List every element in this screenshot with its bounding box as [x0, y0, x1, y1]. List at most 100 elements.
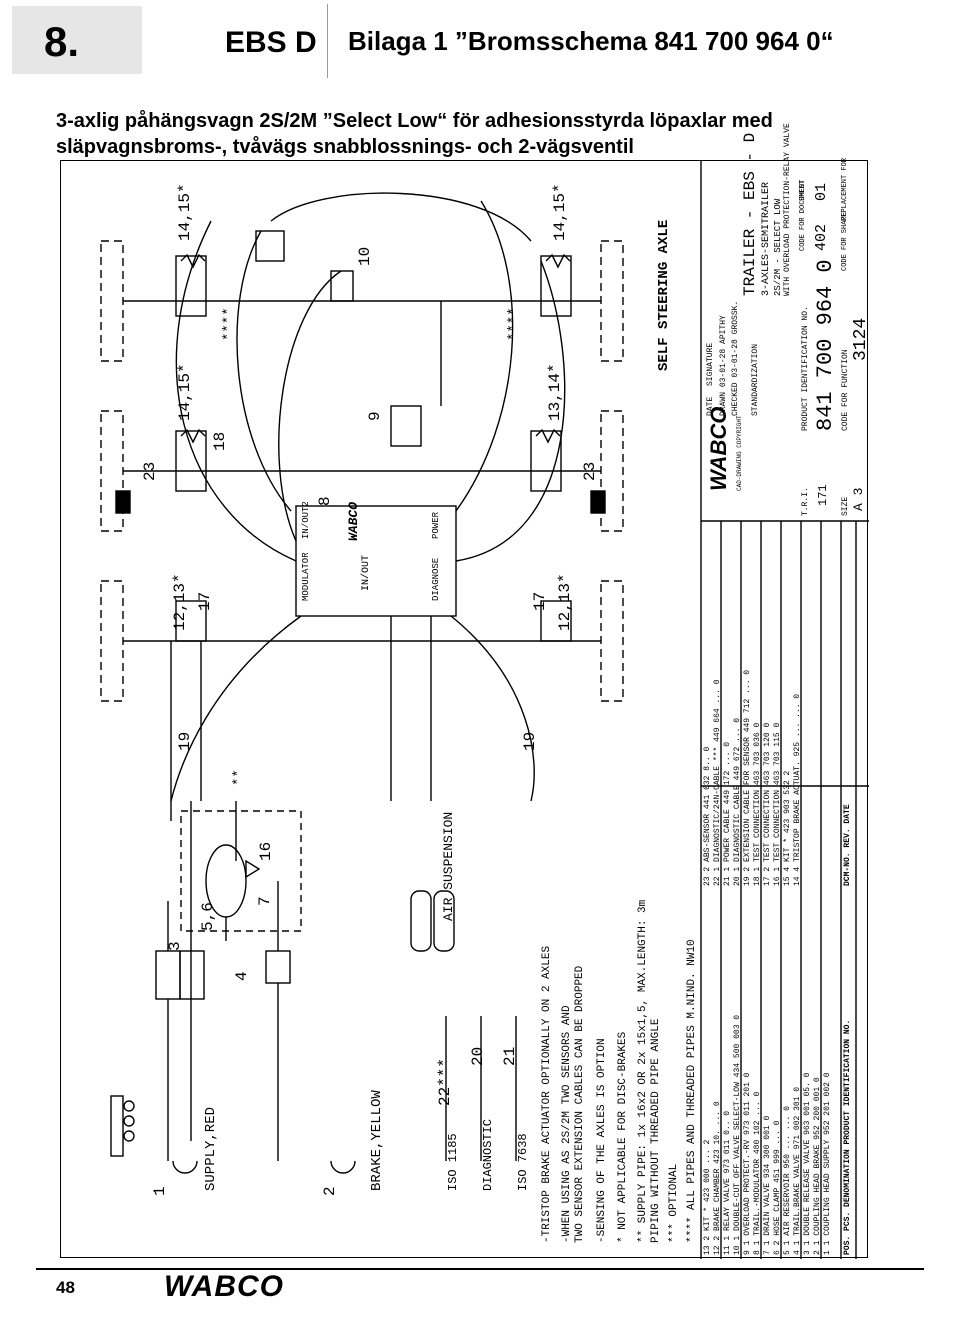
- brake-chamber: [540, 600, 572, 642]
- note-line: -TRISTOP BRAKE ACTUATOR OPTIONALLY ON 2 …: [541, 945, 553, 1243]
- note-line: *** OPTIONAL: [668, 1163, 680, 1243]
- note-line: -SENSING OF THE AXLES IS OPTION: [596, 1038, 608, 1243]
- label-9: 9: [366, 411, 384, 421]
- label-12-13: 12,13*: [171, 573, 189, 631]
- parts-row: 6 2 HOSE CLAMP 451 999 ... 0: [773, 1120, 782, 1256]
- label-23: 23: [581, 461, 599, 481]
- stars-label: ****: [506, 307, 522, 341]
- label-14-15: 14,15*: [176, 183, 194, 241]
- parts-row: 19 2 EXTENSION CABLE FOR SENSOR 449 712 …: [743, 669, 752, 886]
- parts-row: 20 1 DIAGNOSTIC CABLE 449 672 ... 0: [733, 717, 742, 886]
- chapter-name: EBS D: [225, 26, 317, 59]
- supply-label: SUPPLY,RED: [203, 1106, 219, 1191]
- brake-chamber: [175, 255, 207, 317]
- title-block-date-label: DATE: [706, 396, 715, 416]
- note-line: * NOT APPLICABLE FOR DISC-BRAKES: [617, 1031, 629, 1243]
- stars-label: **: [231, 769, 247, 786]
- title-block-doc-code: 402: [813, 223, 830, 251]
- iso7638-label: ISO 7638: [516, 1133, 530, 1191]
- note-line: -WHEN USING AS 2S/2M TWO SENSORS AND: [561, 1005, 573, 1243]
- label-16: 16: [257, 841, 275, 861]
- air-suspension-bellows: [410, 890, 432, 952]
- title-block-caddam: CAD-DRAWING COPYRIGHT: [736, 415, 743, 491]
- parts-row: 13 2 KIT * 423 000 ... 2: [703, 1139, 712, 1255]
- label-12-13: 12,13*: [556, 573, 574, 631]
- footer-rule: [36, 1268, 924, 1270]
- note-line: PIPING WITHOUT THREADED PIPE ANGLE: [650, 1018, 662, 1243]
- label-17: 17: [196, 591, 214, 611]
- brake-chamber: [175, 430, 207, 492]
- stars-label: ****: [221, 307, 237, 341]
- label-5-6: 5,6: [199, 902, 217, 931]
- title-block-checked: CHECKED 03-01-28 GROSSK.: [731, 300, 740, 416]
- module-power: POWER: [431, 511, 441, 539]
- module-modulator: MODULATOR: [301, 552, 311, 601]
- diagram-text-layer: 14,15* 14,15* 14,15* 13,14* 12,13* 12,13…: [61, 123, 871, 1259]
- label-19: 19: [176, 731, 194, 751]
- title-block-size-label: SIZE: [841, 496, 850, 516]
- parts-row: 22 1 DIAGNOSTIC/24N-CABLE *** 449 664 ..…: [713, 679, 722, 886]
- title-block-tri: 171: [816, 484, 830, 506]
- title-block-title-3: 2S/2M - SELECT LOW: [773, 198, 783, 296]
- header-divider: [327, 4, 328, 78]
- title-block-product-id-label: PRODUCT IDENTIFICATION NO.: [801, 306, 810, 431]
- module-diagnose: DIAGNOSE: [431, 557, 441, 601]
- label-23: 23: [141, 461, 159, 481]
- title-block-product-id: 841 700 964 0: [813, 259, 838, 431]
- title-block-tri-label: T.R.I.: [801, 487, 810, 516]
- parts-row: 18 1 TEST CONNECTION 463 703 036 0: [753, 722, 762, 886]
- label-14-15: 14,15*: [551, 183, 569, 241]
- title-block-replacement-label: REPLACEMENT FOR: [841, 157, 849, 221]
- label-18: 18: [211, 431, 229, 451]
- module-in-out: IN/OUT: [361, 554, 372, 591]
- title-block-standardization: STANDARDIZATION: [751, 343, 760, 416]
- label-8: 8: [316, 496, 334, 506]
- chapter-box: [12, 6, 142, 74]
- module-brand: WABCO: [346, 501, 361, 541]
- title-block-code: 3124: [851, 317, 871, 361]
- parts-row: 12 2 BRAKE CHAMBER 423 10. ... 0: [713, 1101, 722, 1255]
- brake-diagram: 14,15* 14,15* 14,15* 13,14* 12,13* 12,13…: [60, 123, 871, 1259]
- label-3: 3: [166, 941, 184, 951]
- diagnostic-label: DIAGNOSTIC: [481, 1118, 495, 1191]
- title-block-shape-label: CODE FOR SHAPE: [841, 212, 849, 271]
- title-block-signature-label: SIGNATURE: [706, 342, 715, 386]
- parts-row: 15 4 KIT * 423 903 532 2: [783, 770, 792, 886]
- parts-row: 16 1 TEST CONNECTION 463 703 115 0: [773, 722, 782, 886]
- label-21: 21: [501, 1046, 519, 1066]
- air-suspension-label: AIR SUSPENSION: [441, 811, 456, 921]
- label-13-14: 13,14*: [546, 363, 564, 421]
- double-cut-off-valve: [330, 270, 354, 302]
- brake-chamber: [540, 255, 572, 317]
- label-2: 2: [321, 1186, 339, 1196]
- parts-row: 21 1 POWER CABLE 449 172 ... 0: [723, 741, 732, 886]
- parts-row: 4 1 TRAIL.BRAKE VALVE 971 002 301 0: [793, 1086, 802, 1255]
- module-in-out2: IN/OUT2: [301, 501, 311, 539]
- title-block-drawn: DRAWN 03-01-28 APITHY: [719, 315, 728, 416]
- chapter-number: 8.: [44, 18, 80, 65]
- iso1185-label: ISO 1185: [446, 1133, 460, 1191]
- label-7: 7: [256, 896, 274, 906]
- label-17: 17: [531, 591, 549, 611]
- parts-table-header: POS. PCS. DENOMINATION PRODUCT IDENTIFIC…: [843, 1019, 852, 1255]
- parts-row: 2 1 COUPLING HEAD BRAKE 952 200 001 0: [813, 1077, 822, 1255]
- parts-row: 11 1 RELAY VALVE 973 011 0.. 0: [723, 1110, 732, 1255]
- title-block-title-2: 3-AXLES-SEMITRAILER: [761, 181, 772, 296]
- title-block-title-4: WITH OVERLOAD PROTECTION-RELAY VALVE: [783, 123, 792, 296]
- note-line: **** ALL PIPES AND THREADED PIPES M.NIND…: [686, 939, 698, 1243]
- note-line: TWO SENSOR EXTENSION CABLES CAN BE DROPP…: [574, 965, 586, 1243]
- parts-row: 23 2 ABS-SENSOR 441 032 8.. 0: [703, 746, 712, 886]
- title-block-title-1: TRAILER - EBS - D: [741, 132, 759, 296]
- title-block-sheet: 01: [813, 182, 830, 201]
- parts-row: 17 2 TEST CONNECTION 463 703 120 0: [763, 722, 772, 886]
- parts-row: 8 1 TRAIL.-MODULATOR 480 102 ... 0: [753, 1091, 762, 1255]
- brake-label: BRAKE,YELLOW: [369, 1090, 385, 1191]
- page-subtitle: 3-axlig påhängsvagn 2S/2M ”Select Low“ f…: [56, 108, 773, 160]
- parts-row: 14 4 TRISTOP BRAKE ACTUAT. 925 ... ... 0: [793, 693, 802, 886]
- self-steering-axle-label: SELF STEERING AXLE: [656, 219, 672, 371]
- label-14-15: 14,15*: [176, 363, 194, 421]
- page-number: 48: [56, 1278, 75, 1297]
- brake-chamber: [175, 600, 207, 642]
- title-block-code-label: CODE FOR FUNCTION: [841, 349, 850, 431]
- label-1: 1: [151, 1186, 169, 1196]
